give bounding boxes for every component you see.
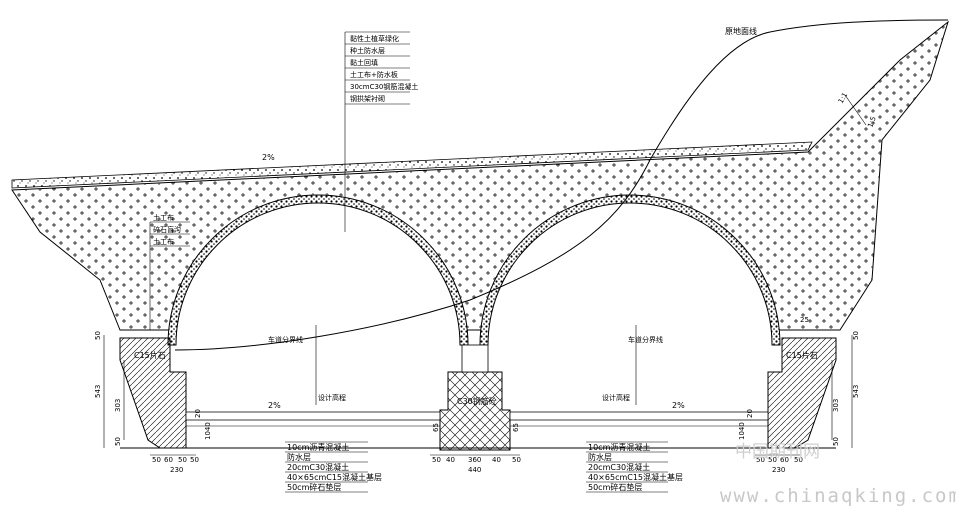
side-layer-label: 碎石盲沟 <box>153 225 181 234</box>
pavement-left-labels: 10cm沥青混凝土 防水层 20cmC30混凝土 40×65cmC15混凝土基层… <box>287 442 382 492</box>
dim-label: 40 <box>492 456 501 464</box>
lane-lines <box>315 325 637 405</box>
slope-upper-label: 1:1 <box>837 91 850 105</box>
lane-line-right-label: 车道分界线 <box>628 335 663 344</box>
pavement-label: 防水层 <box>287 452 311 462</box>
side-leader <box>149 221 190 330</box>
surface-layer <box>11 141 813 189</box>
dim-label: 50 <box>152 456 161 464</box>
pavement-right-labels: 10cm沥青混凝土 防水层 20cmC30混凝土 40×65cmC15混凝土基层… <box>588 442 683 492</box>
layer-rules <box>345 31 410 105</box>
dim-label: 543 <box>852 385 860 398</box>
surface-slope-label: 2% <box>262 153 275 162</box>
center-wall <box>439 371 511 451</box>
pavement-label: 20cmC30混凝土 <box>588 462 650 472</box>
center-wall-label: C30钢筋砼 <box>457 396 497 406</box>
dim-label: 1040 <box>204 422 212 440</box>
dim-label: 440 <box>468 466 481 474</box>
dim-label: 20 <box>746 409 754 418</box>
slope-tick <box>844 94 867 126</box>
layer-label: 黏土回填 <box>350 58 378 67</box>
road-slope-left-label: 2% <box>268 401 281 410</box>
layer-label: 土工布+防水板 <box>350 70 398 79</box>
dim-label: 50 <box>512 456 521 464</box>
side-layer-labels: 土工布 碎石盲沟 土工布 <box>153 213 181 246</box>
dim-label: 65 <box>432 423 440 432</box>
dim-label: 20 <box>194 409 202 418</box>
watermark-cn: 中国期刊网 <box>735 442 820 462</box>
dim-label: 50 <box>432 456 441 464</box>
dim-label: 50 <box>190 456 199 464</box>
dim-label: 65 <box>512 423 520 432</box>
dimension-labels: 50 543 303 50 50 543 303 50 50 60 50 50 … <box>94 316 860 474</box>
top-layer-labels: 黏性土植草绿化 种土防水层 黏土回填 土工布+防水板 30cmC30钢筋混凝土 … <box>350 34 418 103</box>
dim-label: 303 <box>832 399 840 412</box>
dim-label: 60 <box>780 456 789 464</box>
ground-line-label: 原地面线 <box>725 26 757 36</box>
side-layer-label: 土工布 <box>153 237 174 246</box>
pavement-label: 20cmC30混凝土 <box>287 462 349 472</box>
design-line-left-label: 设计高程 <box>318 393 346 402</box>
watermark-url: www.chinaqking.com <box>720 485 956 507</box>
lane-line-left-label: 车道分界线 <box>268 335 303 344</box>
dim-label: 303 <box>114 399 122 412</box>
dim-label: 40 <box>446 456 455 464</box>
dim-label: 543 <box>94 385 102 398</box>
pavement-label: 40×65cmC15混凝土基层 <box>287 472 382 482</box>
dim-label: 50 <box>94 331 102 340</box>
pavement-label: 40×65cmC15混凝土基层 <box>588 472 683 482</box>
dim-label: 50 <box>794 456 803 464</box>
slope-lower-label: 1:5 <box>866 115 877 128</box>
right-road-deck <box>509 411 769 421</box>
pavement-label: 50cm碎石垫层 <box>588 482 642 492</box>
pavement-label: 10cm沥青混凝土 <box>287 442 349 452</box>
design-line-right-label: 设计高程 <box>602 393 630 402</box>
dim-label: 60 <box>164 456 173 464</box>
dimension-lines <box>103 335 853 448</box>
road-slope-right-label: 2% <box>672 401 685 410</box>
left-road-deck <box>185 411 441 421</box>
original-ground-line <box>174 19 949 351</box>
layer-label: 种土防水层 <box>350 46 385 55</box>
dim-label: 25 <box>800 316 809 324</box>
dim-label: 230 <box>772 466 785 474</box>
dim-label: 50 <box>852 331 860 340</box>
pavement-label: 50cm碎石垫层 <box>287 482 341 492</box>
c15-left-label: C15片石 <box>134 350 166 360</box>
pavement-label: 10cm沥青混凝土 <box>588 442 650 452</box>
layer-label: 钢拱架衬砌 <box>350 94 385 103</box>
pavement-left-rules <box>285 441 368 493</box>
c15-right-label: C15片石 <box>786 350 818 360</box>
left-tunnel-opening <box>176 203 460 420</box>
side-layer-label: 土工布 <box>153 213 174 222</box>
center-wall-top <box>461 344 489 373</box>
dim-label: 50 <box>832 437 840 446</box>
layer-label: 30cmC30钢筋混凝土 <box>350 82 418 91</box>
dim-label: 50 <box>114 437 122 446</box>
dim-label: 50 <box>178 456 187 464</box>
right-arch-lining <box>479 194 781 346</box>
dim-label: 360 <box>468 456 481 464</box>
dim-label: 50 <box>756 456 765 464</box>
pavement-right-rules <box>586 441 668 493</box>
pavement-label: 防水层 <box>588 452 612 462</box>
dim-label: 1040 <box>738 422 746 440</box>
dim-label: 50 <box>768 456 777 464</box>
dim-label: 230 <box>170 466 183 474</box>
layer-label: 黏性土植草绿化 <box>350 34 399 43</box>
